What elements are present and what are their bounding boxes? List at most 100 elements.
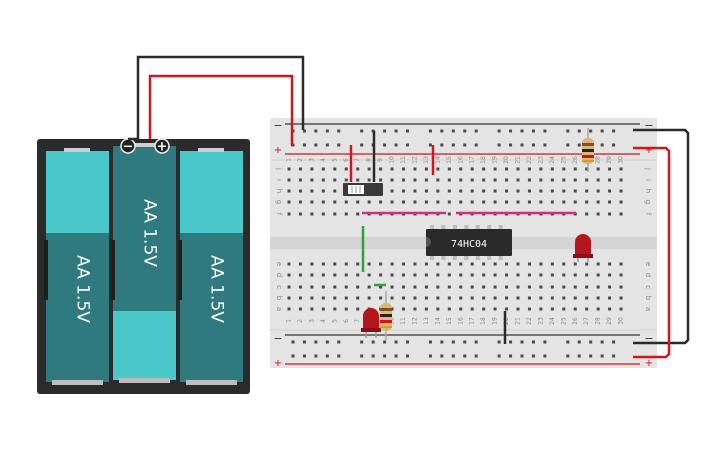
battery-cell[interactable]: AA 1.5V xyxy=(111,143,176,383)
rail-hole[interactable] xyxy=(406,143,409,147)
breadboard-hole[interactable] xyxy=(298,307,302,311)
breadboard-hole[interactable] xyxy=(516,200,520,204)
breadboard-hole[interactable] xyxy=(447,273,451,277)
rail-hole[interactable] xyxy=(600,354,604,358)
rail-hole[interactable] xyxy=(497,340,501,344)
breadboard-hole[interactable] xyxy=(482,273,486,277)
rail-hole[interactable] xyxy=(440,143,444,147)
breadboard-hole[interactable] xyxy=(436,178,440,182)
rail-hole[interactable] xyxy=(509,129,513,133)
breadboard-hole[interactable] xyxy=(287,273,291,277)
breadboard-hole[interactable] xyxy=(573,262,577,266)
rail-hole[interactable] xyxy=(520,354,524,358)
rail-hole[interactable] xyxy=(531,354,535,358)
rail-hole[interactable] xyxy=(325,129,329,133)
breadboard-hole[interactable] xyxy=(287,262,291,266)
breadboard-hole[interactable] xyxy=(333,273,337,277)
breadboard-hole[interactable] xyxy=(310,167,314,171)
rail-hole[interactable] xyxy=(360,354,364,358)
breadboard-hole[interactable] xyxy=(310,273,314,277)
breadboard-hole[interactable] xyxy=(321,262,325,266)
breadboard-hole[interactable] xyxy=(321,285,325,289)
breadboard-hole[interactable] xyxy=(356,178,360,182)
breadboard-hole[interactable] xyxy=(470,273,474,277)
rail-hole[interactable] xyxy=(520,340,524,344)
breadboard-hole[interactable] xyxy=(367,178,371,182)
breadboard-hole[interactable] xyxy=(562,189,566,193)
breadboard-hole[interactable] xyxy=(298,200,302,204)
rail-hole[interactable] xyxy=(531,143,535,147)
rail-hole[interactable] xyxy=(360,143,364,147)
breadboard-hole[interactable] xyxy=(573,167,577,171)
breadboard-hole[interactable] xyxy=(459,307,463,311)
breadboard-hole[interactable] xyxy=(505,262,509,266)
rail-hole[interactable] xyxy=(589,129,593,133)
right-minus-jumper[interactable] xyxy=(633,128,690,345)
breadboard-hole[interactable] xyxy=(390,296,394,300)
wires[interactable] xyxy=(128,55,690,359)
rail-hole[interactable] xyxy=(497,129,501,133)
breadboard-hole[interactable] xyxy=(413,200,417,204)
breadboard-hole[interactable] xyxy=(482,307,486,311)
breadboard-hole[interactable] xyxy=(379,262,383,266)
breadboard-hole[interactable] xyxy=(321,212,325,216)
resistor-top[interactable] xyxy=(582,128,594,172)
breadboard-hole[interactable] xyxy=(333,167,337,171)
breadboard-hole[interactable] xyxy=(367,262,371,266)
breadboard-hole[interactable] xyxy=(298,212,302,216)
breadboard-hole[interactable] xyxy=(413,189,417,193)
breadboard-hole[interactable] xyxy=(596,296,600,300)
rail-hole[interactable] xyxy=(589,354,593,358)
rail-hole[interactable] xyxy=(509,143,513,147)
rail-hole[interactable] xyxy=(383,129,387,133)
breadboard-hole[interactable] xyxy=(596,178,600,182)
breadboard-hole[interactable] xyxy=(585,200,589,204)
rail-hole[interactable] xyxy=(451,143,455,147)
breadboard-hole[interactable] xyxy=(505,307,509,311)
breadboard-hole[interactable] xyxy=(333,200,337,204)
rail-hole[interactable] xyxy=(383,340,387,344)
breadboard-hole[interactable] xyxy=(424,273,428,277)
breadboard-hole[interactable] xyxy=(550,189,554,193)
rail-hole[interactable] xyxy=(302,340,306,344)
breadboard-hole[interactable] xyxy=(402,200,405,204)
breadboard-hole[interactable] xyxy=(287,178,291,182)
breadboard-hole[interactable] xyxy=(390,262,394,266)
breadboard-hole[interactable] xyxy=(608,307,612,311)
breadboard-hole[interactable] xyxy=(333,262,337,266)
breadboard-hole[interactable] xyxy=(505,273,509,277)
rail-hole[interactable] xyxy=(543,340,547,344)
rail-hole[interactable] xyxy=(531,129,535,133)
breadboard-hole[interactable] xyxy=(344,273,348,277)
rail-hole[interactable] xyxy=(463,143,467,147)
rail-hole[interactable] xyxy=(314,340,318,344)
breadboard-hole[interactable] xyxy=(562,307,566,311)
breadboard-hole[interactable] xyxy=(619,273,623,277)
breadboard-hole[interactable] xyxy=(585,273,589,277)
breadboard-hole[interactable] xyxy=(447,178,451,182)
breadboard-hole[interactable] xyxy=(493,167,497,171)
breadboard-hole[interactable] xyxy=(539,178,543,182)
breadboard-hole[interactable] xyxy=(573,178,577,182)
breadboard-hole[interactable] xyxy=(619,212,623,216)
rail-hole[interactable] xyxy=(428,143,432,147)
breadboard-hole[interactable] xyxy=(585,285,589,289)
breadboard-hole[interactable] xyxy=(447,200,451,204)
breadboard-hole[interactable] xyxy=(424,285,428,289)
breadboard-hole[interactable] xyxy=(619,178,623,182)
breadboard-hole[interactable] xyxy=(596,200,600,204)
breadboard-hole[interactable] xyxy=(608,200,612,204)
rail-hole[interactable] xyxy=(463,340,467,344)
breadboard-hole[interactable] xyxy=(562,262,566,266)
breadboard-hole[interactable] xyxy=(333,212,337,216)
breadboard-hole[interactable] xyxy=(573,273,577,277)
rail-hole[interactable] xyxy=(325,354,329,358)
rail-hole[interactable] xyxy=(543,129,547,133)
breadboard-hole[interactable] xyxy=(596,307,600,311)
breadboard-hole[interactable] xyxy=(447,212,451,216)
breadboard-hole[interactable] xyxy=(619,200,623,204)
rail-hole[interactable] xyxy=(428,129,432,133)
breadboard-hole[interactable] xyxy=(516,273,520,277)
rail-hole[interactable] xyxy=(509,354,513,358)
rail-hole[interactable] xyxy=(440,129,444,133)
